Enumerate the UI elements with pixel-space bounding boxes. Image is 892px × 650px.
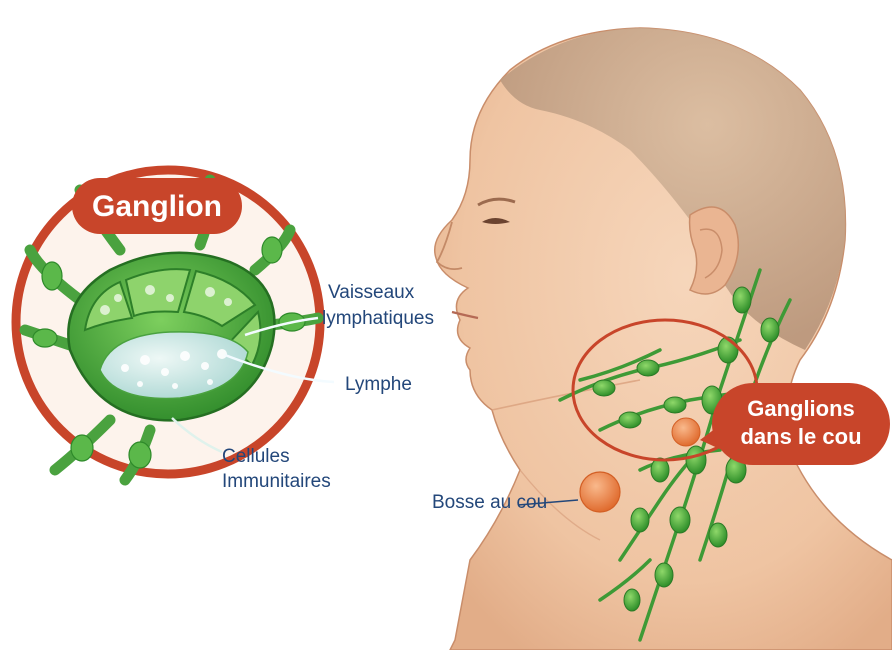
head-profile-icon (435, 28, 892, 650)
cells-label-line1: Cellules (222, 446, 290, 467)
lymph-label: Lymphe (345, 374, 412, 395)
lymph-node-cross-section-icon: Ganglion (16, 170, 320, 480)
node-title: Ganglion (92, 190, 222, 223)
neck-nodes-label-line2: dans le cou (740, 424, 861, 449)
lump-label: Bosse au cou (432, 492, 547, 513)
vessels-label-line1: Vaisseaux (328, 282, 415, 303)
vessels-label-line2: lymphatiques (322, 308, 434, 329)
neck-nodes-badge: Ganglions dans le cou (700, 383, 890, 465)
cells-label-line2: Immunitaires (222, 471, 331, 492)
neck-nodes-label-line1: Ganglions (747, 396, 855, 421)
